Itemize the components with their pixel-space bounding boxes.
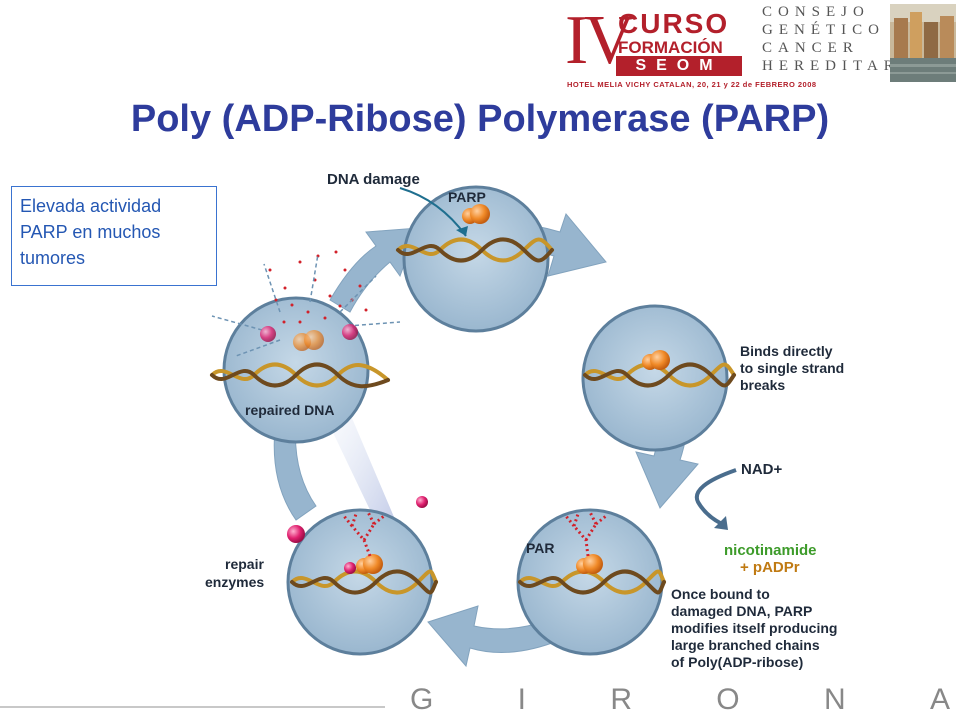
dna-helix-2 <box>583 362 736 388</box>
label-once-bound-line: Once bound to <box>671 586 770 602</box>
logo-hotel-line: HOTEL MELIA VICHY CATALAN, 20, 21 y 22 d… <box>567 80 817 89</box>
stage-circle-repair <box>286 508 434 656</box>
repair-enzymes <box>260 324 428 574</box>
stage-circle-binding <box>581 304 729 452</box>
stage-circles <box>222 185 729 656</box>
footer-letter: I <box>517 683 526 716</box>
dna-helix-5 <box>210 362 390 389</box>
footer-letter: R <box>610 683 632 716</box>
label-repair-enzymes-line: enzymes <box>205 574 265 590</box>
footer-divider <box>0 706 385 708</box>
city-photo <box>890 4 956 82</box>
note-line: tumores <box>20 248 86 268</box>
label-binds-line: breaks <box>740 377 786 393</box>
page-title: Poly (ADP-Ribose) Polymerase (PARP) <box>130 98 830 140</box>
label-nad: NAD+ <box>741 461 783 478</box>
dna-helix-1 <box>396 237 554 263</box>
dna-helix-4 <box>290 569 438 595</box>
nad-arrow <box>694 468 737 526</box>
footer-letter: G <box>410 683 434 716</box>
label-once-bound-line: of Poly(ADP-ribose) <box>671 654 804 670</box>
footer-city-name: G I R O N A <box>410 683 950 717</box>
logo-seom: SEOM <box>616 56 742 76</box>
note-line: PARP en muchos <box>20 222 161 242</box>
note-line: Elevada actividad <box>20 196 162 216</box>
parp-proteins <box>293 204 670 574</box>
label-dna-damage: DNA damage <box>327 171 420 188</box>
label-par: PAR <box>526 540 555 556</box>
footer-letter: A <box>929 683 950 716</box>
label-once-bound-line: modifies itself producing <box>671 620 838 636</box>
logo-curso: CURSO <box>618 8 730 39</box>
dna-helix-3 <box>518 569 666 595</box>
dna-helices <box>210 237 736 595</box>
footer-letter: O <box>716 683 740 716</box>
label-once-bound-line: damaged DNA, PARP <box>671 603 813 619</box>
label-binds-line: to single strand <box>740 360 845 376</box>
label-nicotinamide: nicotinamide <box>724 542 817 559</box>
note-box: Elevada actividad PARP en muchos tumores <box>11 186 217 286</box>
label-once-bound-line: large branched chains <box>671 637 820 653</box>
footer-letter: N <box>823 683 846 716</box>
dispersal-arrows <box>211 253 401 357</box>
label-parp: PARP <box>448 189 486 205</box>
label-binds-line: Binds directly <box>740 343 833 359</box>
logo-consejo-line: CANCER <box>762 40 859 56</box>
logo-consejo-line: GENÉTICO <box>762 22 885 38</box>
logo-formacion: FORMACIÓN <box>618 38 723 57</box>
logo-consejo-line: HEREDITARIO <box>762 58 928 74</box>
label-padpr: + pADPr <box>740 559 800 576</box>
stage-circle-damage <box>402 185 550 333</box>
par-chains <box>342 511 607 557</box>
label-repair-enzymes-line: repair <box>225 556 264 572</box>
label-repaired-dna: repaired DNA <box>245 402 335 418</box>
logo-consejo-line: CONSEJO <box>762 4 870 20</box>
